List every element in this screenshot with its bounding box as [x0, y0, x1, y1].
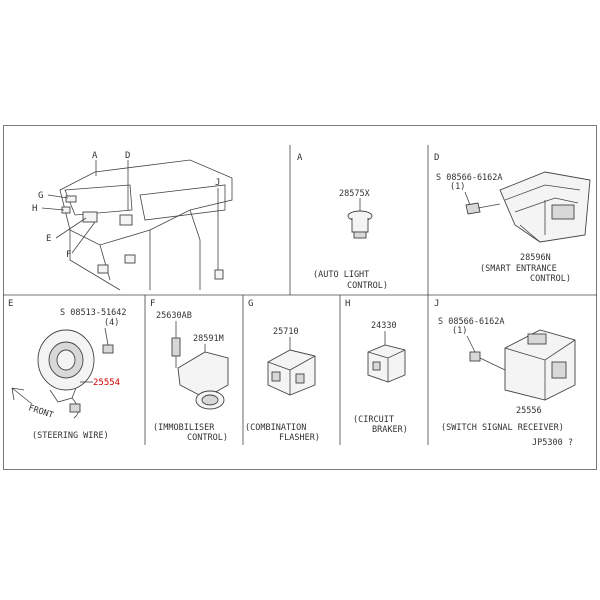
panel-a: A 28575X (AUTO LIGHT CONTROL) — [297, 153, 388, 291]
grid-lines — [3, 145, 597, 445]
panel-d-bolt-qty: (1) — [450, 182, 465, 192]
panel-f-letter: F — [150, 299, 155, 309]
front-arrow-icon — [11, 387, 33, 405]
panel-f-caption-2: CONTROL) — [187, 433, 228, 443]
panel-a-caption-2: CONTROL) — [347, 281, 388, 291]
panel-h-caption-2: BRAKER) — [372, 425, 408, 435]
panel-g-caption-1: (COMBINATION — [245, 423, 306, 433]
panel-d: D S 08566-6162A (1) 28596N (SMART ENTRAN… — [434, 153, 591, 284]
panel-e-bolt-no: S 08513-51642 — [60, 308, 127, 318]
callout-a: A — [92, 151, 98, 161]
callout-g: G — [38, 191, 43, 201]
panel-g-part-no: 25710 — [273, 327, 299, 337]
panel-g-letter: G — [248, 299, 253, 309]
panel-j: J S 08566-6162A (1) 25556 (SWITCH SIGNAL… — [434, 299, 576, 433]
panel-d-caption-1: (SMART ENTRANCE — [480, 264, 557, 274]
callout-e: E — [46, 234, 51, 244]
panel-e-letter: E — [8, 299, 13, 309]
panel-h-caption-1: (CIRCUIT — [353, 415, 394, 425]
panel-a-part-no: 28575X — [339, 189, 371, 199]
panel-j-letter: J — [434, 299, 439, 309]
panel-j-part-no: 25556 — [516, 406, 542, 416]
panel-h-letter: H — [345, 299, 350, 309]
panel-e-bolt-qty: (4) — [104, 318, 119, 328]
diagram-code: JP5300 ? — [532, 438, 573, 448]
panel-g: G 25710 (COMBINATION FLASHER) — [245, 299, 320, 443]
panel-f: F 25630AB 28591M (IMMOBILISER CONTROL) — [150, 299, 229, 443]
panel-e-caption-1: (STEERING WIRE) — [32, 431, 109, 441]
panel-f-bolt-no: 25630AB — [156, 311, 192, 321]
callout-f: F — [66, 250, 71, 260]
panel-d-bolt-no: S 08566-6162A — [436, 173, 503, 183]
callout-d: D — [125, 151, 130, 161]
panel-j-caption-1: (SWITCH SIGNAL RECEIVER) — [441, 423, 564, 433]
panel-j-bolt-no: S 08566-6162A — [438, 317, 505, 327]
panel-e-front-label: FRONT — [27, 403, 54, 420]
panel-e: E S 08513-51642 (4) 25554 FRONT (STEERIN… — [8, 299, 127, 441]
panel-h: H 24330 (CIRCUIT BRAKER) — [345, 299, 408, 435]
panel-e-part-no: 25554 — [93, 378, 120, 388]
panel-d-part-no: 28596N — [520, 253, 551, 263]
panel-f-part-no: 28591M — [193, 334, 224, 344]
panel-a-letter: A — [297, 153, 303, 163]
panel-f-caption-1: (IMMOBILISER — [153, 423, 215, 433]
callout-h: H — [32, 204, 37, 214]
callout-j: J — [215, 178, 220, 188]
panel-a-caption-1: (AUTO LIGHT — [313, 270, 369, 280]
panel-d-letter: D — [434, 153, 439, 163]
panel-j-bolt-qty: (1) — [452, 326, 467, 336]
panel-g-caption-2: FLASHER) — [279, 433, 320, 443]
dashboard-overview: A D G H E F J — [32, 151, 233, 291]
panel-d-caption-2: CONTROL) — [530, 274, 571, 284]
panel-h-part-no: 24330 — [371, 321, 397, 331]
diagram-frame — [3, 125, 597, 470]
